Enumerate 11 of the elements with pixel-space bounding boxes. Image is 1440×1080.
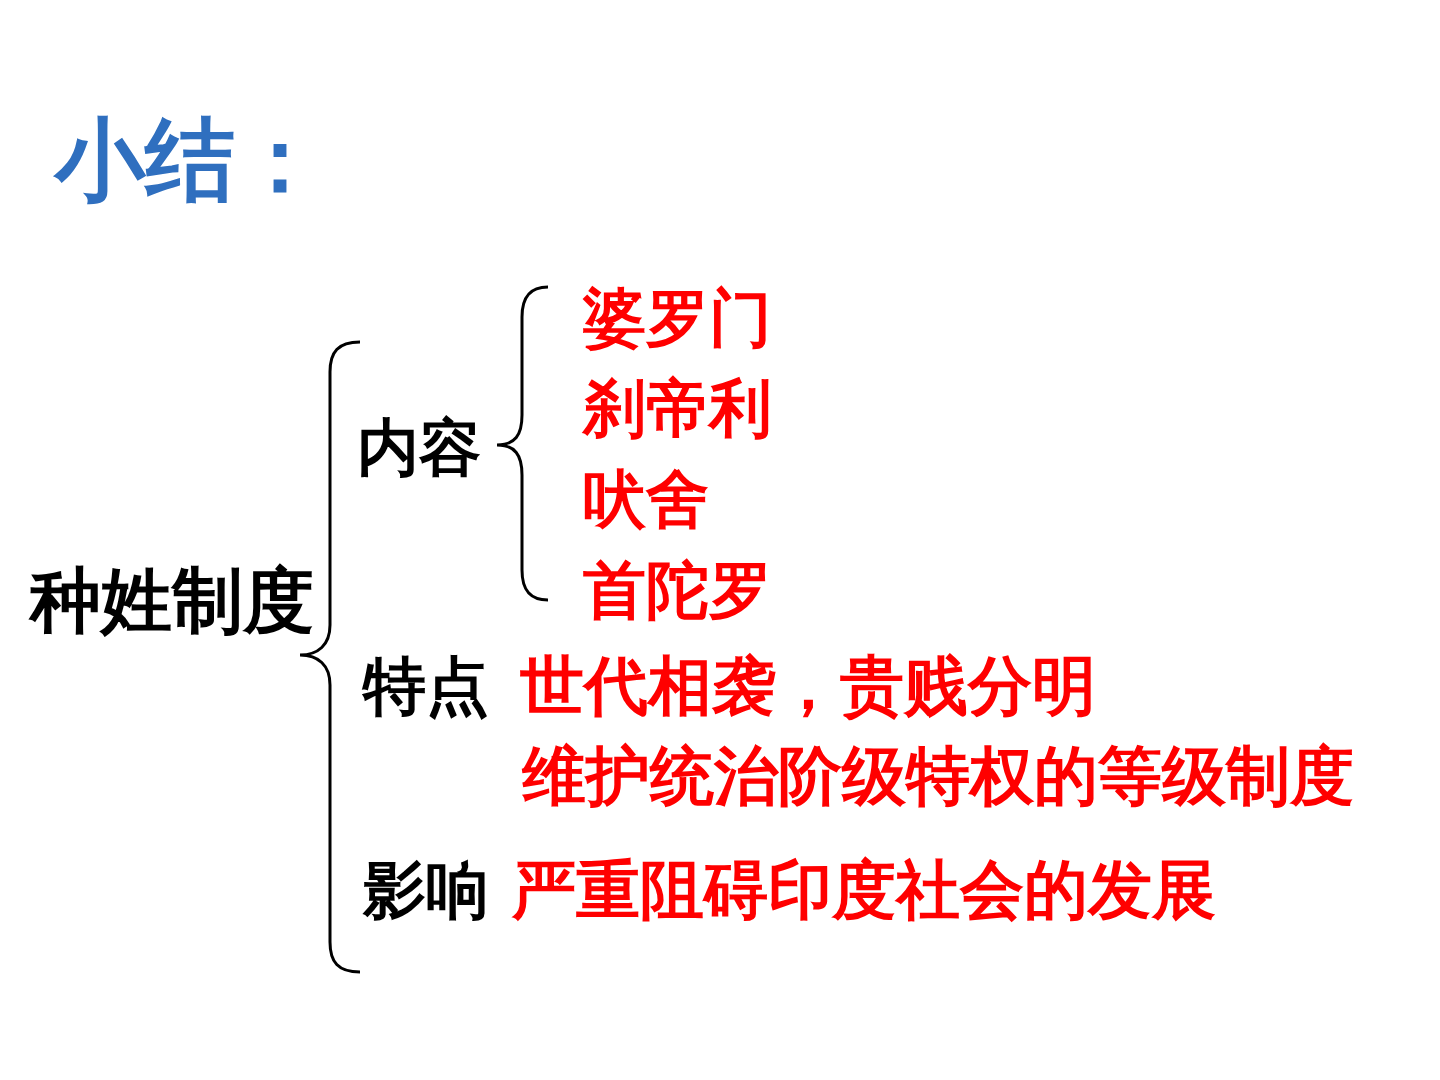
category-label: 内容 [357, 417, 481, 479]
caste-name: 刹帝利 [583, 376, 772, 440]
category-label: 影响 [363, 858, 489, 922]
caste-name: 婆罗门 [583, 286, 772, 350]
title: 小结： [55, 115, 325, 205]
topic-heading: 种姓制度 [30, 564, 314, 636]
caste-name: 吠舍 [583, 467, 709, 531]
summary-text: 严重阻碍印度社会的发展 [512, 858, 1216, 922]
caste-name: 首陀罗 [583, 558, 772, 622]
summary-text: 维护统治阶级特权的等级制度 [522, 744, 1354, 808]
category-label: 特点 [363, 654, 489, 718]
